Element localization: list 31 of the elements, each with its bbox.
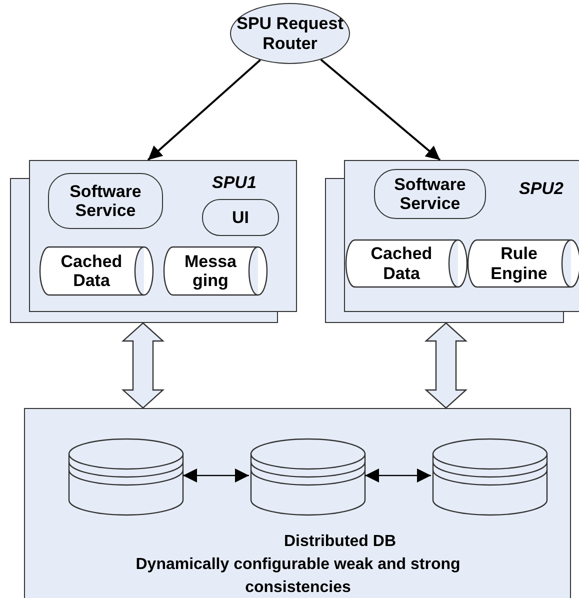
double-block-arrow	[424, 322, 468, 409]
database-cylinder	[250, 438, 366, 515]
double-block-arrow	[121, 322, 165, 409]
component-cylinder	[467, 239, 579, 288]
node-label: Messa ging	[184, 252, 238, 290]
node-label: Cached Data	[60, 252, 124, 290]
spu-panel	[344, 160, 579, 312]
node-label: Software Service	[68, 182, 142, 220]
spu-panel	[29, 160, 297, 312]
arrow	[183, 468, 249, 482]
node-label: UI	[232, 208, 249, 228]
service-box	[48, 173, 163, 229]
database-title: Distributed DB	[283, 532, 397, 552]
arrow	[320, 58, 441, 161]
node-label: Cached Data	[370, 244, 434, 283]
arrow	[365, 468, 431, 482]
database-cylinder	[432, 438, 548, 515]
database-description: Dynamically configurable weak and strong consistencies	[134, 555, 462, 598]
component-cylinder	[39, 246, 154, 296]
panel-title: SPU2	[519, 179, 564, 198]
node-label: Software Service	[393, 174, 467, 214]
panel-title: SPU1	[212, 173, 256, 192]
component-cylinder	[345, 239, 468, 288]
service-box	[374, 169, 486, 219]
component-cylinder	[163, 246, 268, 296]
node-label: SPU Request Router	[236, 14, 344, 53]
database-panel	[24, 408, 571, 598]
ui-pill	[202, 199, 279, 236]
node-label: Rule Engine	[490, 244, 548, 283]
arrow	[147, 59, 261, 161]
database-cylinder	[68, 438, 184, 515]
